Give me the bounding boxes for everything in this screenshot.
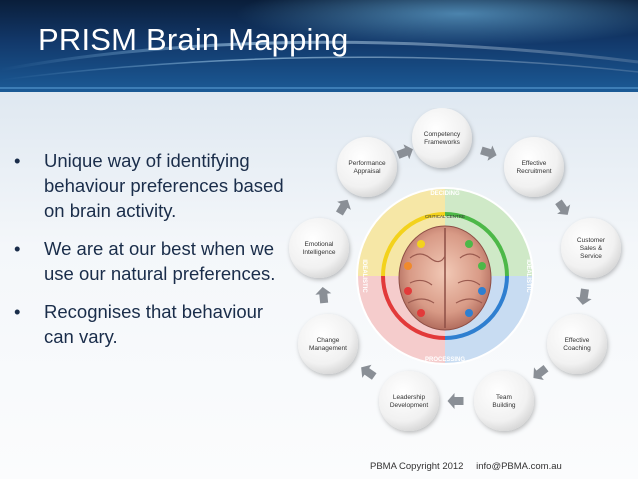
- flow-arrow-icon: [533, 365, 549, 381]
- node-bubble: [337, 137, 397, 197]
- flow-arrow-icon: [335, 199, 351, 216]
- prism-wheel-diagram: DECIDING PROCESSING IDEALISTIC IDEALISTI…: [289, 108, 621, 431]
- copyright-text: PBMA Copyright 2012: [370, 461, 464, 472]
- bullet-dot-icon: •: [14, 150, 21, 171]
- bullet-dot-icon: •: [14, 238, 21, 259]
- quadrant-arc-blue: [444, 275, 509, 340]
- flow-arrow-icon: [361, 364, 377, 380]
- bullet-text: Recognises that behaviour can vary.: [44, 301, 264, 347]
- prism-wheel: DECIDING PROCESSING IDEALISTIC IDEALISTI…: [356, 187, 534, 365]
- bullet-item: • Unique way of identifying behaviour pre…: [14, 148, 284, 223]
- flow-arrows: [315, 144, 592, 409]
- bullet-item: • Recognises that behaviour can vary.: [14, 299, 284, 349]
- marker-red: [417, 309, 425, 317]
- prism-diagram: DECIDING PROCESSING IDEALISTIC IDEALISTI…: [280, 108, 638, 448]
- quadrant-arc-green: [444, 212, 509, 277]
- marker-orange: [404, 262, 412, 270]
- wheel-label-left: IDEALISTIC: [361, 259, 367, 293]
- wheel-label-critical-centre: CRITICAL CENTRE: [425, 214, 465, 219]
- bullet-text: Unique way of identifying behaviour pref…: [44, 150, 284, 221]
- node-bubble: [474, 371, 534, 431]
- quadrant-arc-yellow: [381, 212, 446, 277]
- flow-arrow-icon: [315, 287, 332, 304]
- node-bubble: [289, 218, 349, 278]
- footer: PBMA Copyright 2012 info@PBMA.com.au: [370, 461, 572, 472]
- wheel-label-processing: PROCESSING: [425, 357, 465, 363]
- node-bubble: [504, 137, 564, 197]
- flow-arrow-icon: [447, 393, 464, 409]
- node-bubble: [547, 314, 607, 374]
- flow-arrow-icon: [396, 144, 413, 160]
- wheel-label-deciding: DECIDING: [430, 191, 460, 197]
- marker-blue: [465, 309, 473, 317]
- marker-green: [465, 240, 473, 248]
- wheel-label-right: IDEALISTIC: [525, 259, 531, 293]
- node-bubble: [412, 108, 472, 168]
- flow-arrow-icon: [555, 199, 571, 215]
- header-banner: PRISM Brain Mapping: [0, 0, 638, 92]
- bullet-dot-icon: •: [14, 301, 21, 322]
- flow-arrow-icon: [480, 145, 497, 161]
- node-bubble: [561, 218, 621, 278]
- flow-arrow-icon: [575, 288, 592, 305]
- contact-email: info@PBMA.com.au: [476, 461, 562, 472]
- marker-blue: [478, 287, 486, 295]
- brain-folds: [407, 253, 483, 304]
- bullet-text: We are at our best when we use our natur…: [44, 238, 276, 284]
- marker-yellow: [417, 240, 425, 248]
- marker-green: [478, 262, 486, 270]
- bullet-list: • Unique way of identifying behaviour pre…: [14, 148, 284, 362]
- bullet-item: • We are at our best when we use our natu…: [14, 236, 284, 286]
- node-bubble: [379, 371, 439, 431]
- marker-red: [404, 287, 412, 295]
- wheel-outer-ring: [356, 187, 534, 365]
- node-bubble: [298, 314, 358, 374]
- quadrant-arc-red: [381, 275, 446, 340]
- header-background-art: [0, 0, 638, 92]
- page-title: PRISM Brain Mapping: [38, 22, 349, 57]
